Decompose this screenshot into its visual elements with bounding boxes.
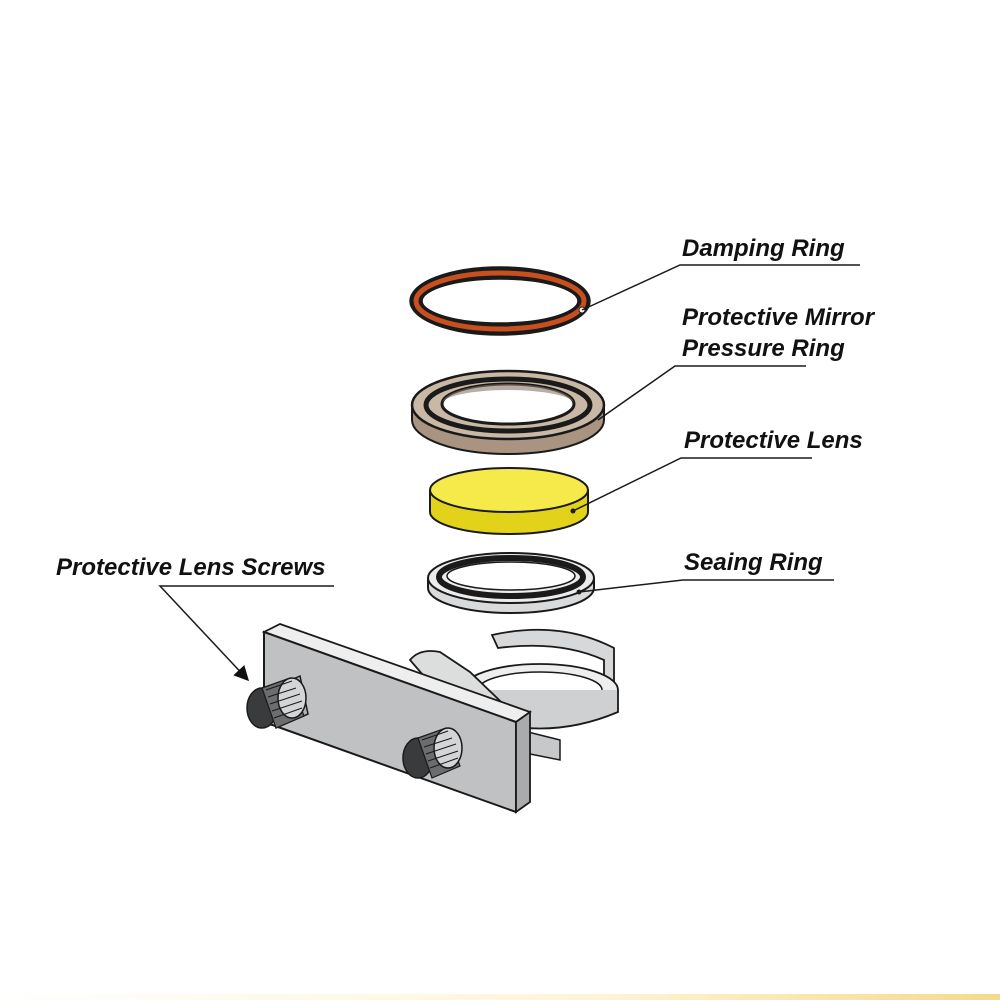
leader-lens-screws [158, 585, 334, 682]
label-damping-ring: Damping Ring [682, 235, 845, 262]
leader-protective-lens [572, 457, 812, 512]
lens-holder [261, 623, 619, 814]
damping-ring [409, 266, 591, 336]
leader-lines [158, 264, 860, 682]
bottom-strip [0, 994, 1000, 1000]
leader-damping-ring [581, 264, 860, 311]
leader-sealing-ring [578, 579, 834, 593]
protective-lens [429, 467, 589, 535]
label-pressure-ring-line1: Protective Mirror [682, 304, 875, 331]
screw-right [402, 727, 463, 779]
label-pressure-ring-line2: Pressure Ring [682, 335, 845, 362]
label-protective-lens: Protective Lens [684, 427, 863, 454]
leader-pressure-ring [597, 365, 806, 421]
label-pressure-ring: Protective Mirror Pressure Ring [682, 302, 874, 364]
sealing-ring [427, 552, 595, 614]
screw-left [246, 674, 309, 730]
label-lens-screws: Protective Lens Screws [56, 554, 326, 581]
pressure-ring [410, 369, 606, 455]
label-sealing-ring: Seaing Ring [684, 549, 823, 576]
